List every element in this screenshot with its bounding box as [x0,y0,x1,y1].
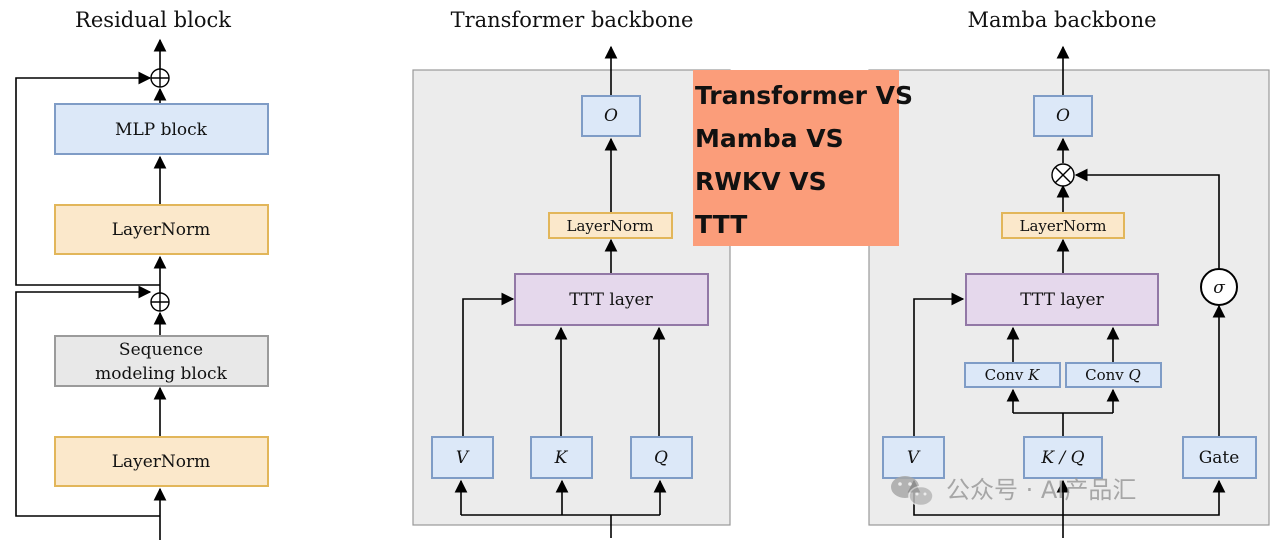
residual-add-top [150,68,170,88]
mamba-ttt-label: TTT layer [1020,290,1104,310]
sequence-label-line1: Sequence [119,340,203,360]
transformer-v-block: V [431,436,494,479]
mlp-block-label: MLP block [115,120,208,140]
mamba-backbone-title: Mamba backbone [967,8,1156,32]
edge-m-input-to-gate [1063,479,1226,516]
transformer-o-label: O [604,106,618,126]
mamba-ttt-block: TTT layer [965,273,1159,326]
mamba-kq-label: K / Q [1040,448,1084,468]
layernorm-bottom-label: LayerNorm [112,452,211,472]
transformer-q-label: Q [654,448,668,468]
layernorm-top-block: LayerNorm [54,204,269,255]
mamba-sigma-label: σ [1213,278,1225,298]
residual-add-bottom [150,292,170,312]
layernorm-top-label: LayerNorm [112,220,211,240]
mamba-gate-block: Gate [1182,436,1257,479]
residual-block-title: Residual block [75,8,231,32]
mamba-v-label: V [907,448,921,468]
transformer-k-label: K [554,448,569,468]
transformer-ttt-label: TTT layer [569,290,653,310]
banner-line-2: Mamba VS [695,124,844,153]
mamba-multiply-node [1051,163,1075,187]
edge-m-v-to-ttt [913,292,965,437]
banner-line-4: TTT [695,210,747,239]
mamba-conv-k-block: Conv K [964,362,1061,388]
mamba-conv-q-block: Conv Q [1065,362,1162,388]
mamba-o-block: O [1033,95,1093,137]
mamba-gate-label: Gate [1199,448,1240,468]
edge-skip-upper [15,71,160,286]
mamba-v-block: V [882,436,945,479]
watermark-text: 公众号 · AI产品汇 [946,476,1136,504]
sequence-label-line2: modeling block [95,364,227,384]
transformer-k-block: K [530,436,593,479]
mamba-o-label: O [1056,106,1070,126]
edge-t-v-to-ttt [462,292,515,437]
transformer-backbone-title: Transformer backbone [451,8,694,32]
banner-line-3: RWKV VS [695,167,827,196]
banner-background [693,70,899,246]
edge-m-sigma-to-mult [1074,168,1220,268]
transformer-ttt-block: TTT layer [514,273,709,326]
mamba-conv-k-var: K [1027,366,1040,384]
mamba-conv-q-prefix: Conv [1085,366,1128,384]
mamba-conv-q-var: Q [1129,366,1141,384]
transformer-layernorm-label: LayerNorm [567,217,654,235]
mamba-backbone-panel: Mamba backbone O LayerNorm [868,8,1270,538]
transformer-backbone-panel: Transformer backbone O LayerNorm TTT lay… [412,8,731,538]
mamba-sigma-node: σ [1200,268,1238,306]
transformer-q-block: Q [630,436,693,479]
wechat-icon [891,476,934,507]
mamba-layernorm-label: LayerNorm [1020,217,1107,235]
mlp-block: MLP block [54,103,269,155]
transformer-v-label: V [456,448,470,468]
mamba-kq-block: K / Q [1023,436,1103,479]
transformer-o-block: O [581,95,641,137]
banner-line-1: Transformer VS [695,81,913,110]
layernorm-bottom-block: LayerNorm [54,436,269,487]
watermark: 公众号 · AI产品汇 [891,476,1136,507]
mamba-layernorm-block: LayerNorm [1001,212,1125,239]
transformer-layernorm-block: LayerNorm [548,212,673,239]
sequence-modeling-block: Sequence modeling block [54,335,269,387]
edge-skip-lower [15,285,160,517]
mamba-conv-k-label: Conv K [985,366,1040,384]
mamba-conv-q-label: Conv Q [1085,366,1141,384]
comparison-banner: Transformer VS Mamba VS RWKV VS TTT [693,70,913,246]
mamba-conv-k-prefix: Conv [985,366,1028,384]
residual-block-panel: Residual block MLP block LayerNorm [15,8,269,540]
